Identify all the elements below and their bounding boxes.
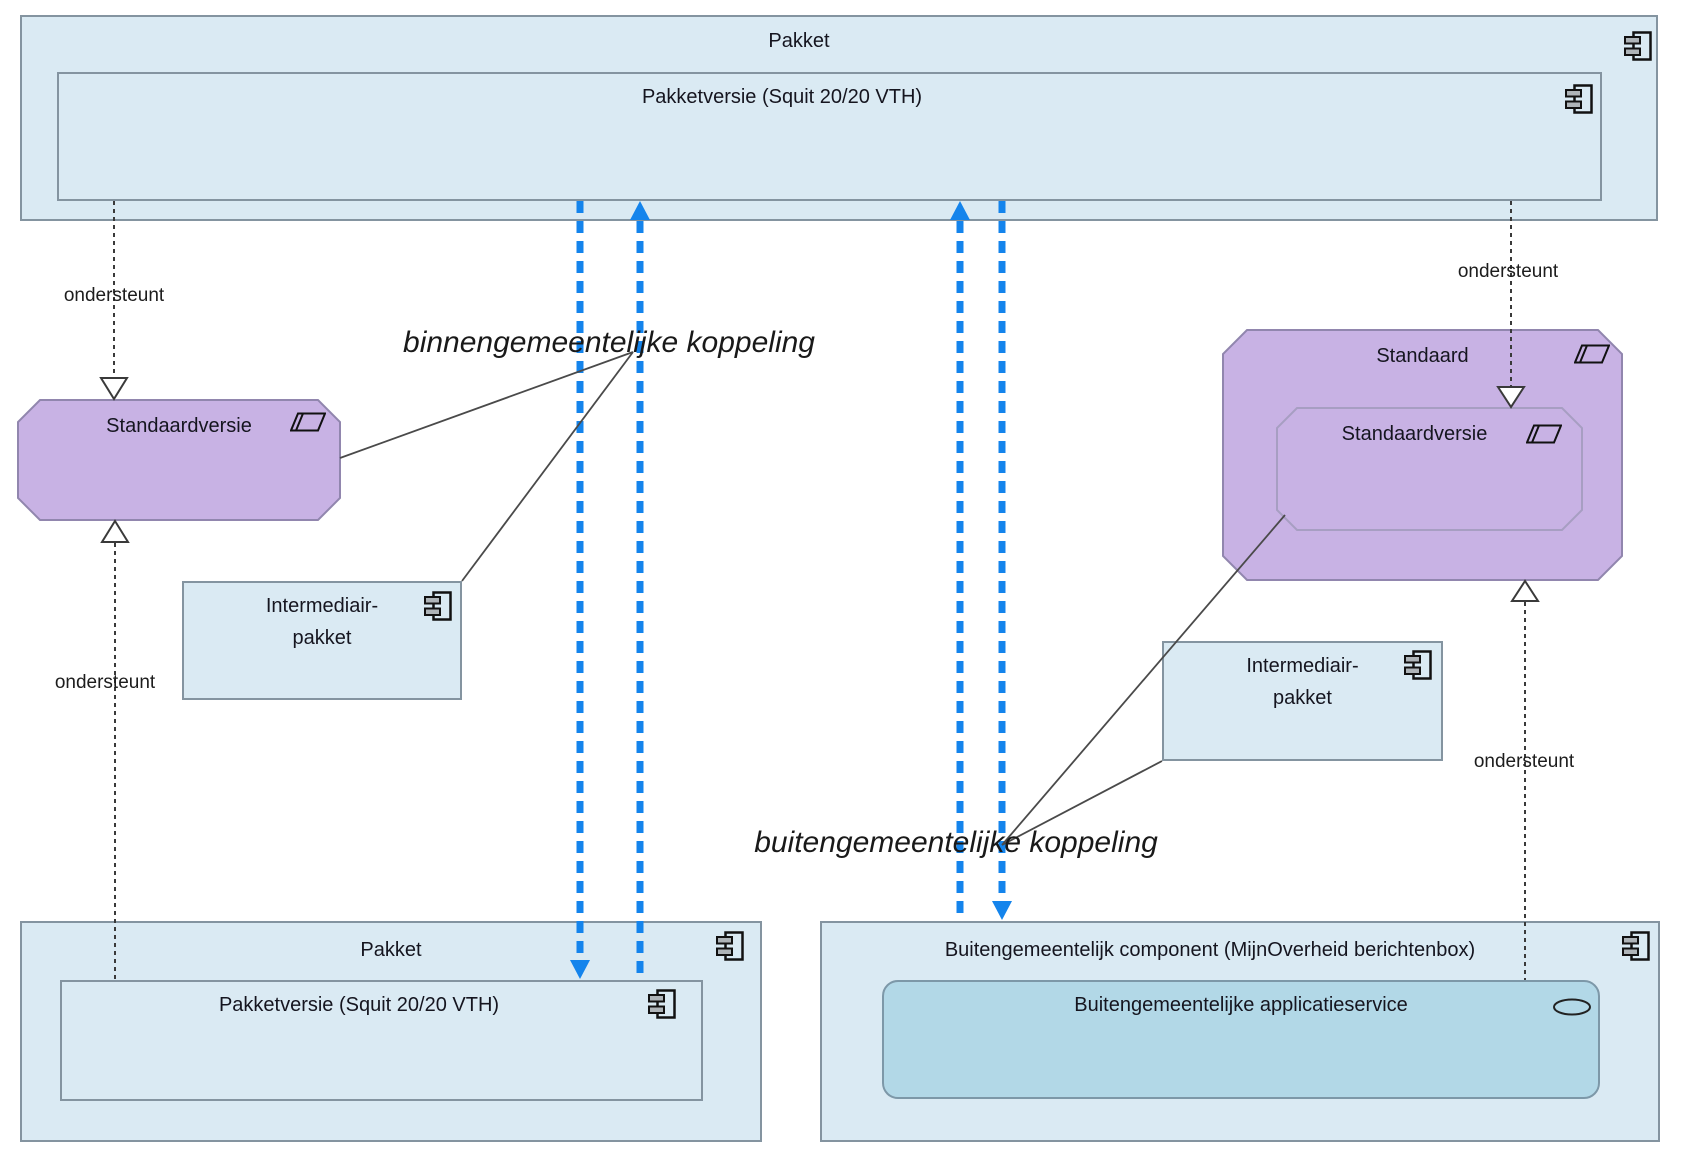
node-title-line: pakket: [292, 627, 352, 649]
node-title: Intermediair- pakket: [182, 590, 462, 654]
node-title: Pakketversie (Squit 20/20 VTH): [218, 994, 500, 1016]
node-intermediair-pakket-left[interactable]: [182, 581, 462, 700]
node-title: Standaard: [1376, 345, 1469, 367]
component-icon: [424, 591, 452, 626]
supports-label: ondersteunt: [54, 672, 156, 693]
node-title: Buitengemeentelijk component (MijnOverhe…: [944, 939, 1476, 961]
component-icon: [1404, 650, 1432, 685]
node-title: Pakket: [360, 939, 422, 961]
flow-arrowheads: [570, 201, 1012, 979]
node-pakketversie-top[interactable]: [57, 72, 1602, 201]
component-icon: [1624, 31, 1652, 66]
external-coupling-label: buitengemeentelijke koppeling: [754, 826, 1158, 859]
node-title: Buitengemeentelijke applicatieservice: [1074, 994, 1408, 1016]
node-title: Pakketversie (Squit 20/20 VTH): [641, 86, 923, 108]
component-icon: [648, 989, 676, 1024]
supports-label: ondersteunt: [1457, 261, 1559, 282]
parallelogram-icon: [1525, 424, 1563, 449]
node-title-line: pakket: [1273, 687, 1332, 709]
component-icon: [1565, 84, 1593, 119]
node-title-line: Intermediair-: [265, 595, 379, 617]
node-title: Intermediair- pakket: [1162, 650, 1443, 714]
parallelogram-icon: [289, 412, 327, 437]
node-title-line: Intermediair-: [1246, 655, 1359, 677]
supports-label: ondersteunt: [1473, 751, 1575, 772]
component-icon: [1622, 931, 1650, 966]
node-pakketversie-bottom[interactable]: [60, 980, 703, 1101]
node-buitengemeentelijke-applicatieservice[interactable]: [882, 980, 1600, 1099]
flow-connectors: [576, 201, 1006, 980]
label-leader-lines: [339, 351, 1286, 846]
parallelogram-icon: [1573, 344, 1611, 369]
node-title: Pakket: [768, 30, 830, 52]
component-icon: [716, 931, 744, 966]
oval-icon: [1552, 998, 1592, 1021]
internal-coupling-label: binnengemeentelijke koppeling: [403, 326, 815, 359]
node-title: Standaardversie: [1341, 423, 1488, 445]
node-title: Standaardversie: [106, 415, 252, 437]
supports-label: ondersteunt: [63, 285, 165, 306]
